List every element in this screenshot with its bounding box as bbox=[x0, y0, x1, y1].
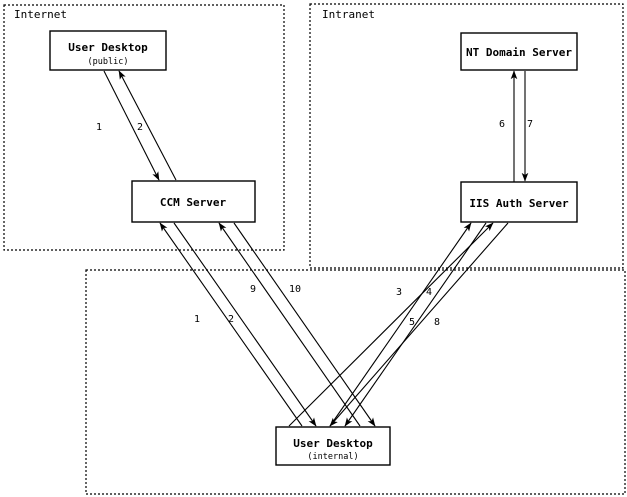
edge-label-6: 6 bbox=[499, 119, 505, 130]
zone-intranet-label: Intranet bbox=[322, 8, 375, 21]
node-user-desktop-public-box[interactable] bbox=[49, 30, 167, 71]
edge-label-1-bottom: 1 bbox=[194, 314, 200, 325]
node-user-desktop-internal[interactable]: User Desktop (internal) bbox=[275, 426, 391, 466]
edge-label-2-bottom: 2 bbox=[228, 314, 234, 325]
edge-label-9: 9 bbox=[250, 284, 256, 295]
node-user-desktop-internal-subtitle: (internal) bbox=[307, 452, 358, 462]
node-nt-domain-server-box[interactable] bbox=[460, 32, 578, 71]
flow-2-internal bbox=[173, 222, 317, 427]
edge-label-4: 4 bbox=[426, 287, 432, 298]
zone-internet bbox=[3, 4, 285, 251]
zone-internal bbox=[85, 269, 626, 495]
edge-label-7: 7 bbox=[527, 119, 533, 130]
flow-5 bbox=[288, 222, 494, 427]
node-user-desktop-public[interactable]: User Desktop (public) bbox=[49, 30, 167, 71]
edge-label-3: 3 bbox=[396, 287, 402, 298]
node-user-desktop-internal-box[interactable] bbox=[275, 426, 391, 466]
edge-label-5: 5 bbox=[409, 317, 415, 328]
node-user-desktop-internal-title: User Desktop bbox=[293, 437, 373, 450]
edge-label-10: 10 bbox=[289, 284, 301, 295]
flow-8 bbox=[329, 222, 509, 427]
node-iis-auth-server[interactable]: IIS Auth Server bbox=[460, 181, 578, 223]
node-nt-domain-server-title: NT Domain Server bbox=[466, 46, 572, 59]
node-ccm-server[interactable]: CCM Server bbox=[131, 180, 256, 223]
flow-1-internal bbox=[159, 222, 303, 427]
edge-label-8: 8 bbox=[434, 317, 440, 328]
zone-internet-label: Internet bbox=[14, 8, 67, 21]
zone-intranet bbox=[309, 3, 624, 269]
flow-10 bbox=[233, 222, 376, 427]
edge-label-2-top: 2 bbox=[137, 122, 143, 133]
flow-3 bbox=[329, 222, 472, 427]
node-ccm-server-box[interactable] bbox=[131, 180, 256, 223]
node-ccm-server-title: CCM Server bbox=[160, 196, 227, 209]
flow-1-public bbox=[103, 70, 160, 181]
node-iis-auth-server-box[interactable] bbox=[460, 181, 578, 223]
flow-2-public bbox=[118, 70, 177, 181]
node-iis-auth-server-title: IIS Auth Server bbox=[469, 197, 569, 210]
flow-4 bbox=[344, 222, 487, 427]
node-user-desktop-public-subtitle: (public) bbox=[88, 57, 129, 67]
edge-label-1-top: 1 bbox=[96, 122, 102, 133]
node-user-desktop-public-title: User Desktop bbox=[68, 41, 148, 54]
node-nt-domain-server[interactable]: NT Domain Server bbox=[460, 32, 578, 71]
flow-9 bbox=[218, 222, 361, 427]
